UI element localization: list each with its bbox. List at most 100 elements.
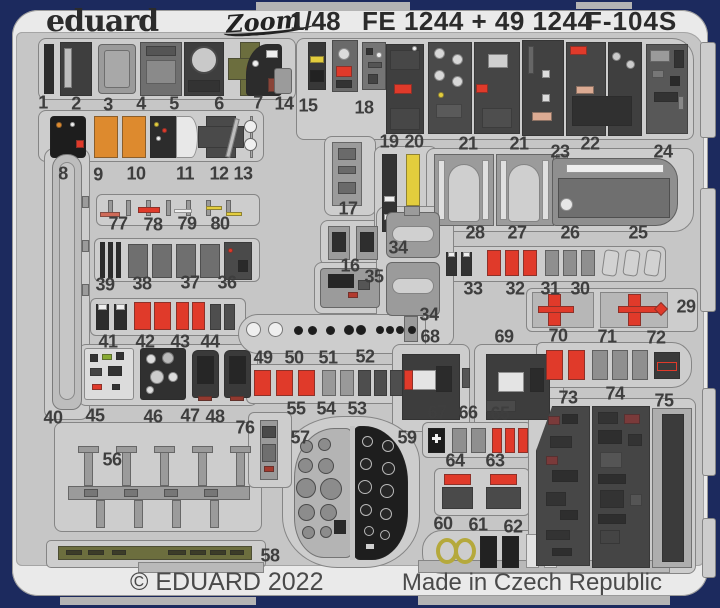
part-number-label: 36 [217, 272, 237, 293]
fret-part [152, 244, 172, 278]
fret-part [538, 306, 574, 313]
fret-part [104, 50, 130, 88]
fret-part [190, 550, 206, 555]
fret-part [116, 304, 125, 310]
fret-part [266, 50, 278, 58]
part-number-label: 20 [404, 131, 424, 152]
fret-part [404, 370, 413, 390]
fret-part [164, 489, 178, 497]
fret-part [108, 366, 122, 376]
fret-part [122, 452, 131, 486]
part-number-label: 51 [318, 347, 338, 368]
fret-part [358, 280, 370, 290]
fret-part [78, 446, 99, 453]
fret-part [368, 62, 382, 68]
fret-part [134, 302, 151, 330]
part-number-label: 4 [136, 93, 146, 114]
fret-part [298, 458, 313, 473]
fret-part [56, 122, 62, 128]
fret-part [176, 302, 189, 330]
made-in-text: Made in Czech Republic [401, 569, 662, 596]
fret-part [274, 68, 292, 94]
fret-part [558, 178, 670, 218]
part-number-label: 11 [175, 163, 195, 184]
part-number-label: 56 [102, 449, 122, 470]
fret-part [376, 326, 384, 334]
fret-part [176, 244, 196, 278]
fret-part [360, 232, 374, 252]
fret-part [386, 326, 394, 334]
fret-part [408, 326, 416, 334]
fret-part [657, 362, 677, 371]
fret-part [628, 434, 642, 446]
fret-part [384, 196, 395, 202]
fret-part [166, 200, 171, 216]
fret-part [505, 428, 515, 453]
fret-part [204, 489, 218, 497]
fret-part [298, 370, 315, 396]
part-number-label: 17 [338, 198, 358, 219]
fret-part [310, 56, 324, 63]
part-number-label: 53 [347, 398, 367, 419]
part-number-label: 74 [605, 383, 625, 404]
fret-part [482, 108, 512, 128]
part-number-label: 33 [463, 278, 483, 299]
fret-part [348, 292, 358, 298]
fret-part [350, 426, 355, 560]
fret-part [486, 400, 516, 412]
fret-part [452, 76, 463, 87]
fret-part [300, 440, 313, 453]
fret-part [412, 46, 417, 51]
fret-part [650, 50, 670, 62]
fret-part [336, 66, 352, 77]
fret-part [550, 436, 572, 448]
fret-part [122, 116, 146, 158]
fret-part [92, 384, 102, 390]
fret-part [566, 164, 664, 173]
fret-part [545, 250, 559, 276]
fret-part [338, 148, 356, 160]
fret-part [546, 492, 566, 506]
fret-part [600, 452, 622, 468]
fret-part [116, 352, 124, 360]
part-number-label: 41 [98, 331, 118, 352]
fret-part [552, 548, 572, 556]
fret-part [358, 370, 371, 396]
part-number-label: 39 [95, 274, 115, 295]
part-number-label: 76 [235, 417, 255, 438]
fret-part [548, 416, 560, 425]
fret-part [318, 438, 331, 451]
fret-part [486, 487, 521, 509]
part-number-label: 43 [170, 331, 190, 352]
fret-part [146, 46, 176, 56]
part-number-label: 26 [560, 222, 580, 243]
fret-part [318, 458, 334, 474]
fret-part [600, 530, 620, 544]
part-number-label: 6 [214, 93, 224, 114]
part-number-label: 69 [494, 326, 514, 347]
fret-part [100, 242, 105, 278]
fret-part [336, 80, 352, 88]
fret-part [70, 122, 75, 127]
part-number-label: 42 [135, 331, 155, 352]
fret-part [128, 244, 148, 278]
fret-part [662, 414, 684, 562]
fret-part [380, 530, 390, 540]
part-number-label: 57 [290, 427, 310, 448]
fret-part [380, 508, 392, 520]
fret-part [192, 446, 213, 453]
fret-part [471, 428, 486, 453]
fret-part [198, 452, 207, 486]
part-number-label: 12 [209, 163, 229, 184]
fret-part [156, 136, 161, 141]
part-number-label: 9 [93, 164, 103, 185]
fret-part [226, 212, 242, 216]
fret-part [568, 350, 585, 380]
part-number-label: 71 [597, 326, 617, 347]
part-number-label: 18 [354, 97, 374, 118]
fret-plate [700, 188, 716, 312]
fret-part [518, 428, 528, 453]
fret-part [532, 112, 552, 121]
fret-part [150, 370, 164, 384]
